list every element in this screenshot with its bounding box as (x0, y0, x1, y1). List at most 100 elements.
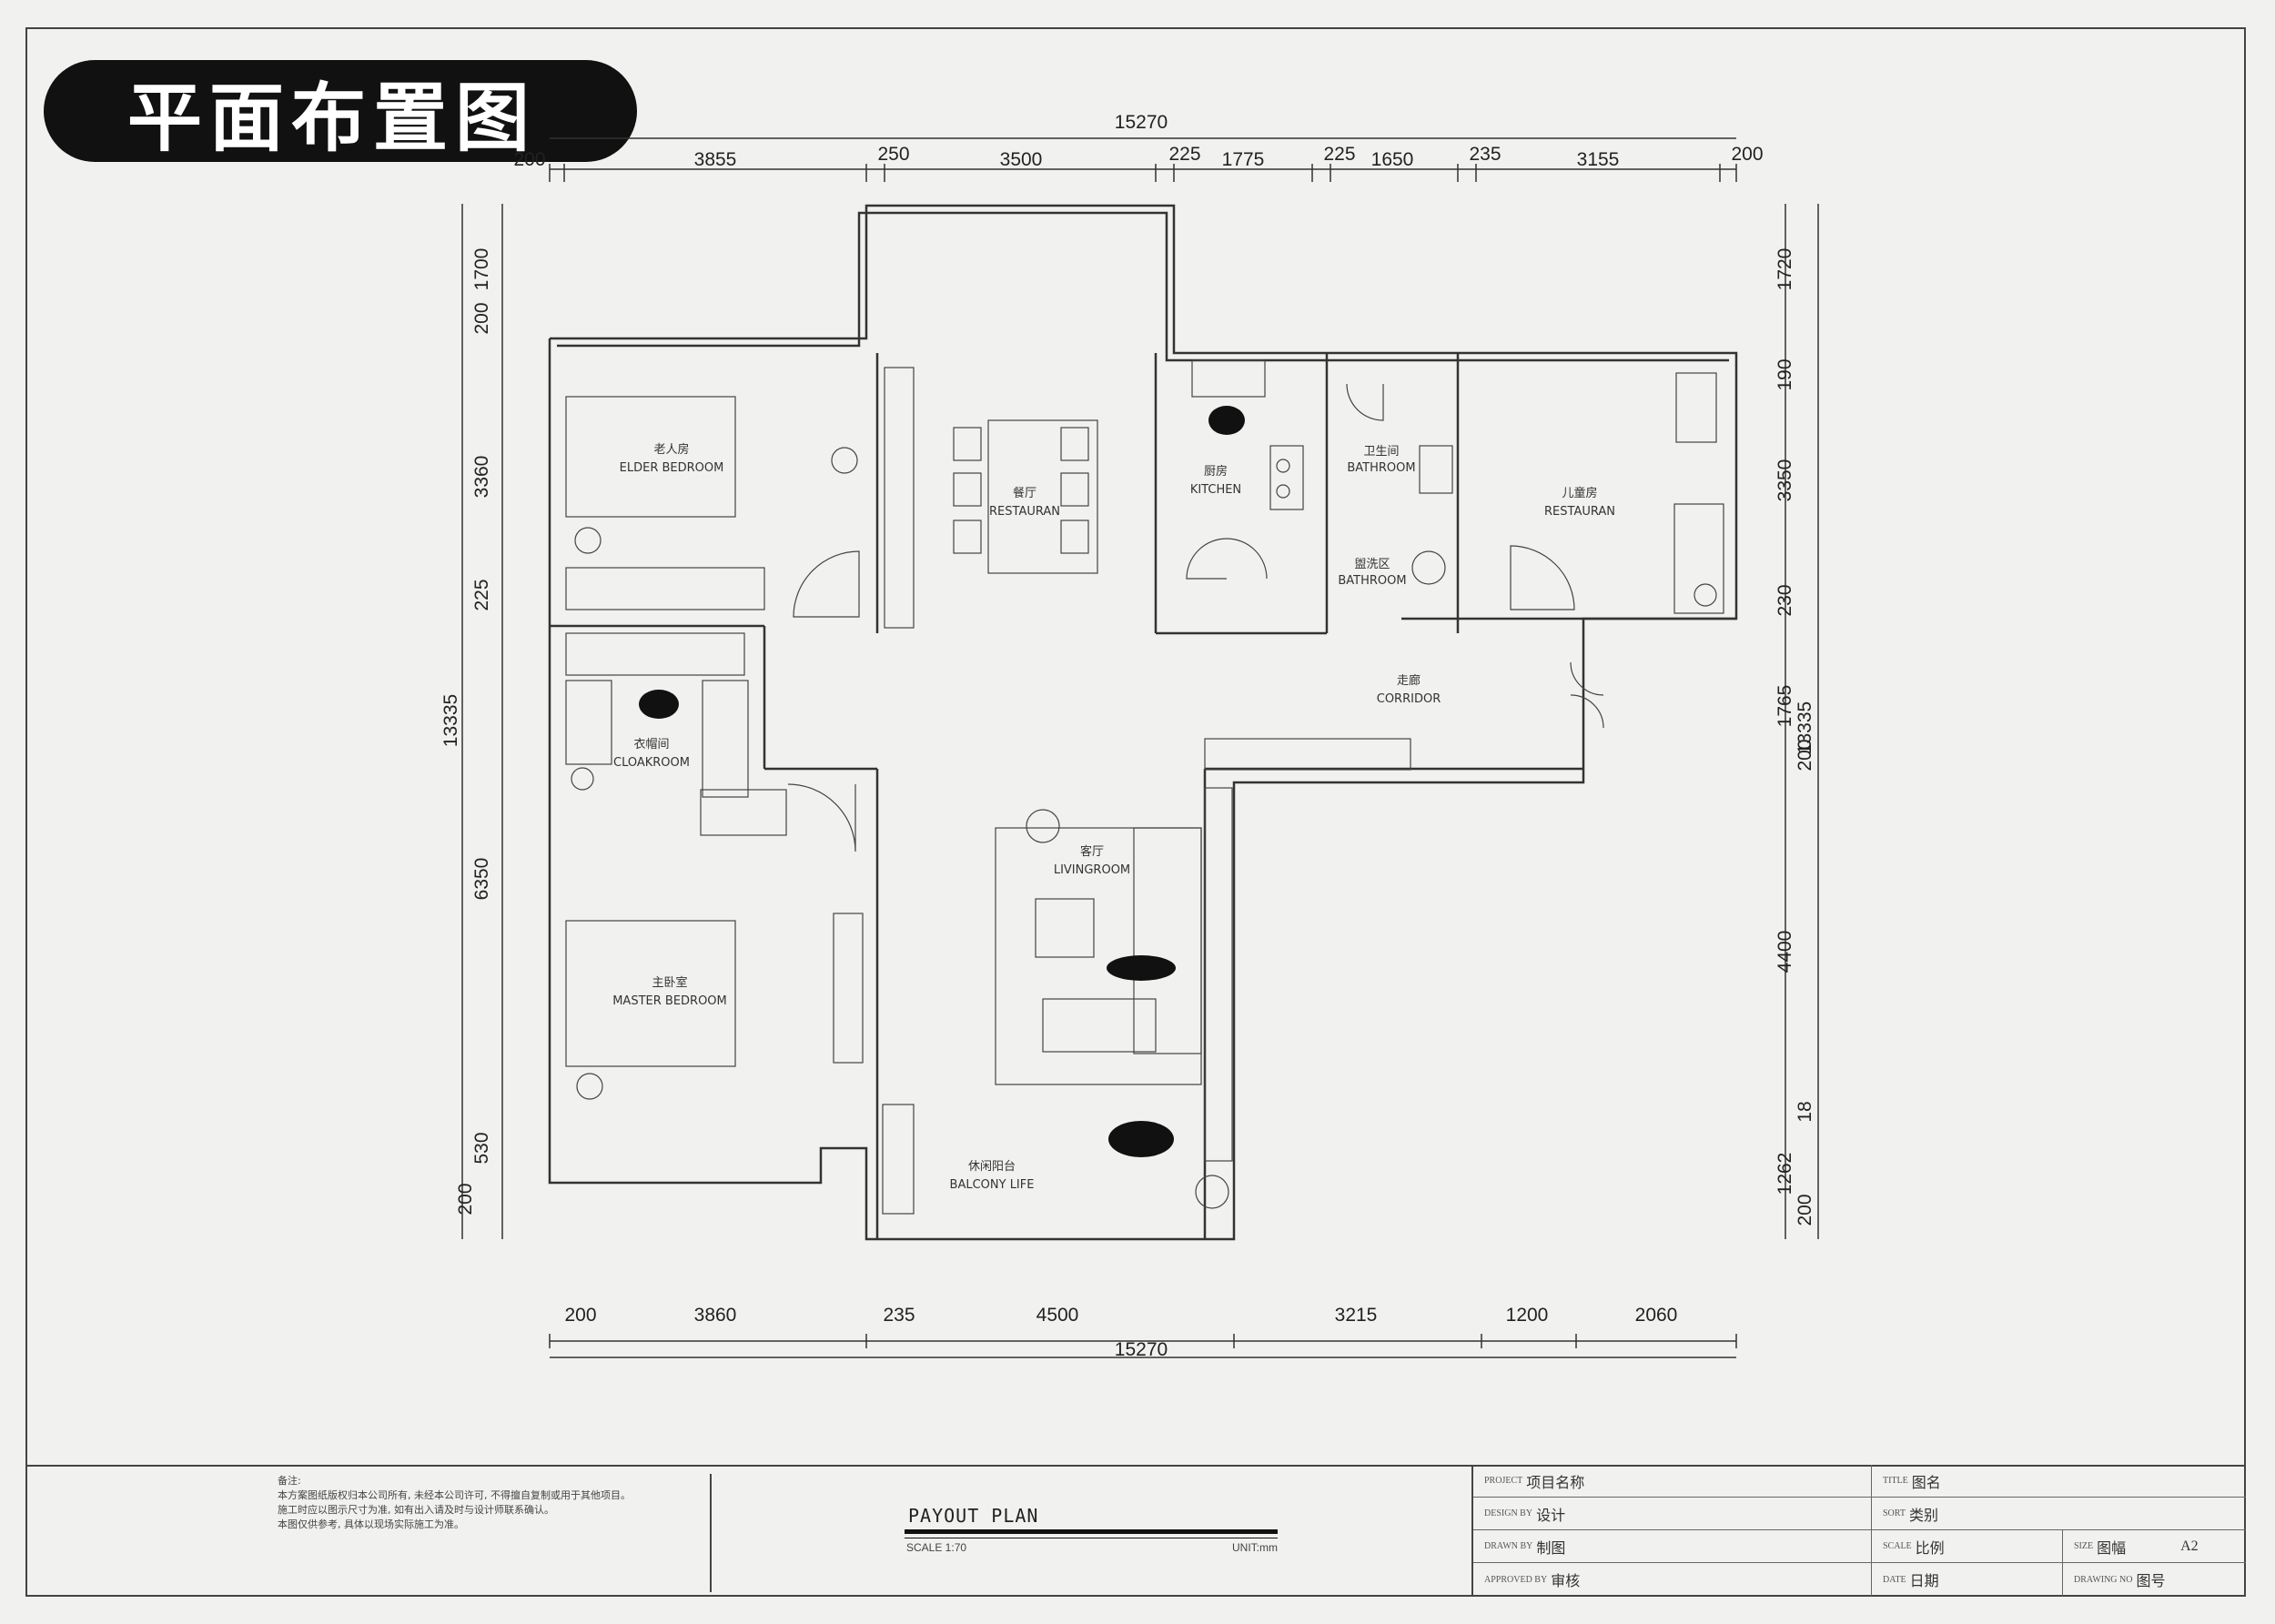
dim-top-9: 3155 (1577, 149, 1620, 170)
cloak-shelf-left (565, 680, 612, 765)
approved-cell: APPROVED BY 审核 (1473, 1563, 1872, 1596)
dim-bottom-4: 3215 (1335, 1305, 1378, 1326)
unit-text: UNIT:mm (1232, 1541, 1278, 1554)
dim-bottom-3: 4500 (1036, 1305, 1079, 1326)
date-value: 日期 (1909, 1572, 1939, 1589)
sort-label: SORT (1883, 1508, 1906, 1518)
person-icon-cloakroom (639, 690, 679, 719)
dim-top-10: 200 (1731, 144, 1763, 165)
elder-wardrobe (565, 567, 765, 610)
label-child-room-en: RESTAURAN (1544, 505, 1615, 519)
drawn-cell: DRAWN BY 制图 (1473, 1530, 1872, 1562)
stove (1269, 445, 1304, 510)
figures (639, 406, 1245, 1157)
title-block (27, 1465, 2246, 1596)
dim-left-total: 13335 (440, 694, 461, 747)
dim-top-8: 235 (1469, 144, 1501, 165)
info-row: DESIGN BY 设计 SORT 类别 (1473, 1498, 2246, 1530)
child-room-door (1510, 545, 1575, 610)
child-bed-pillow (1675, 372, 1717, 443)
notes-line: 本方案图纸版权归本公司所有, 未经本公司许可, 不得擅自复制或用于其他项目。 (278, 1489, 631, 1501)
dim-left-3: 225 (471, 579, 492, 610)
wash-basin (1411, 550, 1446, 585)
label-restaurant-cn: 餐厅 (1013, 486, 1036, 500)
dim-bottom-1: 3860 (694, 1305, 737, 1326)
dim-right-2: 3350 (1774, 459, 1795, 502)
size-label: SIZE (2074, 1541, 2094, 1551)
living-wall-cabinet (1204, 787, 1233, 1162)
drawing-no-value: 图号 (2136, 1572, 2166, 1589)
label-cloakroom-cn: 衣帽间 (633, 737, 669, 751)
title-value: 图名 (1911, 1473, 1941, 1491)
date-cell: DATE 日期 (1872, 1563, 2063, 1596)
label-washroom-en: BATHROOM (1338, 574, 1406, 588)
elder-bedroom-door (793, 550, 860, 618)
master-nightstand-lamp (576, 1073, 603, 1100)
label-living-room-cn: 客厅 (1080, 844, 1104, 859)
child-desk (1673, 503, 1724, 614)
dim-bottom-6: 2060 (1635, 1305, 1678, 1326)
sort-value: 类别 (1908, 1506, 1938, 1524)
label-restaurant-en: RESTAURAN (989, 505, 1060, 519)
dim-top-7: 1650 (1371, 149, 1414, 170)
master-tv-cabinet (833, 913, 864, 1064)
dining-table (987, 419, 1098, 574)
dim-right-8: 1262 (1774, 1153, 1795, 1195)
dim-top-5: 1775 (1222, 149, 1265, 170)
dim-left-6: 200 (455, 1183, 476, 1215)
master-bed (565, 920, 736, 1067)
dim-top-1: 3855 (694, 149, 737, 170)
label-elder-bedroom-en: ELDER BEDROOM (620, 461, 724, 475)
label-washroom-cn: 盥洗区 (1354, 558, 1390, 571)
dim-top-total: 15270 (1115, 112, 1168, 133)
info-row: DRAWN BY 制图 SCALE 比例 SIZE 图幅 A2 (1473, 1530, 2246, 1563)
project-label: PROJECT (1484, 1476, 1523, 1486)
dim-bottom-0: 200 (564, 1305, 596, 1326)
title-badge: 平面布置图 (44, 60, 637, 162)
balcony-cabinet (882, 1104, 915, 1215)
person-icon-living (1107, 955, 1176, 981)
person-icon-kitchen (1208, 406, 1245, 435)
drawing-no-label: DRAWING NO (2074, 1574, 2133, 1585)
sort-cell: SORT 类别 (1872, 1498, 2248, 1529)
notes-line: 施工时应以图示尺寸为准, 如有出入请及时与设计师联系确认。 (278, 1504, 554, 1516)
child-lamp (1694, 583, 1717, 607)
label-living-room-en: LIVINGROOM (1054, 863, 1130, 877)
dim-left-1: 200 (471, 302, 492, 334)
person-icon-balcony (1108, 1121, 1174, 1157)
toilet (1419, 445, 1453, 494)
label-corridor-en: CORRIDOR (1377, 692, 1441, 706)
kitchen-sink (1191, 359, 1266, 398)
elder-desk-lamp (831, 447, 858, 474)
label-kitchen-en: KITCHEN (1190, 483, 1241, 497)
dim-top-6: 225 (1323, 144, 1355, 165)
dim-right-4: 1765 (1774, 685, 1795, 728)
doors (787, 383, 1604, 852)
label-balcony-cn: 休闲阳台 (968, 1160, 1016, 1174)
label-corridor-cn: 走廊 (1397, 673, 1421, 688)
dim-right-1: 190 (1774, 358, 1795, 390)
sofa-chaise (1042, 998, 1157, 1053)
date-label: DATE (1883, 1574, 1906, 1585)
scale-value: 比例 (1915, 1538, 1945, 1557)
dim-left-2: 3360 (471, 456, 492, 499)
dim-right-3: 230 (1774, 584, 1795, 616)
label-cloakroom-en: CLOAKROOM (613, 756, 690, 770)
design-label: DESIGN BY (1484, 1508, 1533, 1518)
label-balcony-en: BALCONY LIFE (950, 1178, 1035, 1192)
sheet-border (25, 27, 2246, 1597)
title-label: TITLE (1883, 1476, 1908, 1486)
dim-left-4: 6350 (471, 858, 492, 901)
project-cell: PROJECT 项目名称 (1473, 1465, 1872, 1497)
dim-top-0: 200 (513, 149, 545, 170)
dim-right-total: 13335 (1795, 701, 1815, 754)
scale-row: SCALE 1:70 UNIT:mm (906, 1541, 1278, 1554)
size-code: A2 (2180, 1538, 2199, 1554)
notes-title: 备注: (278, 1475, 301, 1487)
drawn-value: 制图 (1536, 1538, 1566, 1557)
scale-text: SCALE 1:70 (906, 1541, 967, 1554)
scale-label: SCALE (1883, 1541, 1912, 1551)
furniture (565, 359, 1724, 1215)
label-toilet-cn: 卫生间 (1363, 445, 1399, 459)
